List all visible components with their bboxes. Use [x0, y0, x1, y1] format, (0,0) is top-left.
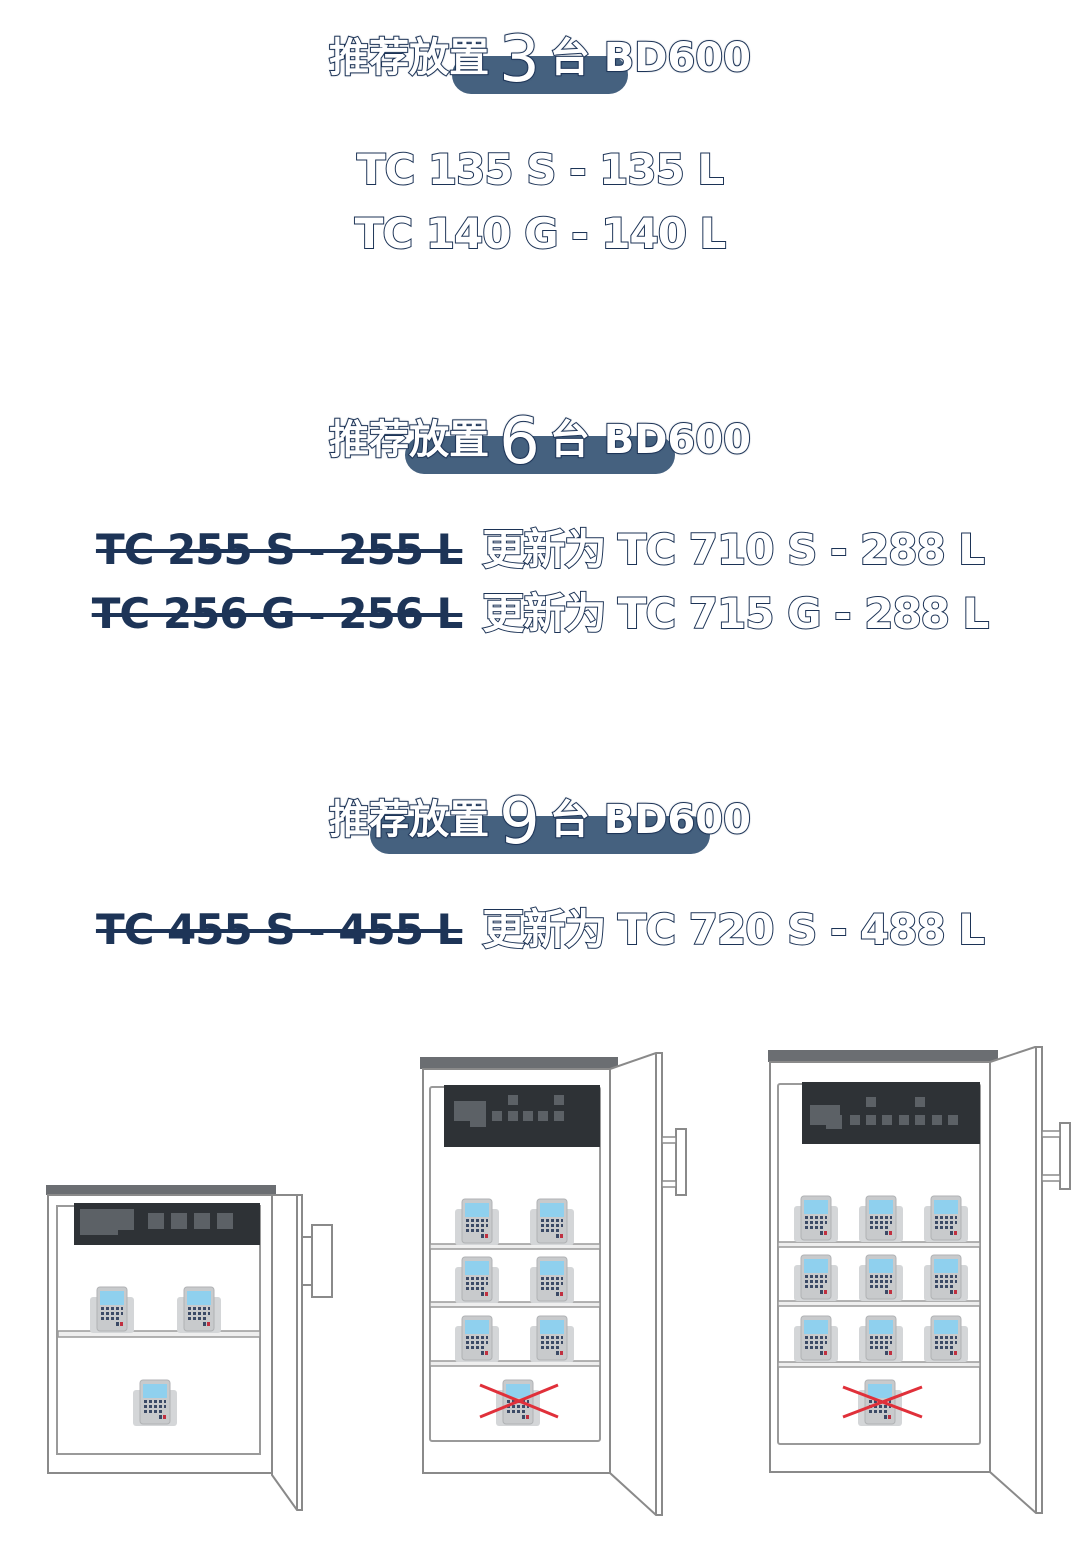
- model-line: TC 135 S - 135 L: [0, 142, 1080, 198]
- header-count: 3: [498, 23, 541, 97]
- header-pill: [405, 436, 675, 474]
- fridge-top: [768, 1050, 998, 1062]
- medium-fridge-illustration: [410, 1045, 700, 1520]
- model-update-line: TC 255 S - 255 L 更新为 TC 710 S - 288 L: [0, 522, 1080, 578]
- shelf: [777, 1361, 981, 1368]
- device-icon: [529, 1315, 575, 1363]
- device-icon: [923, 1195, 969, 1243]
- update-label: 更新为: [481, 904, 607, 955]
- model-old: TC 256 G - 256 L: [91, 589, 464, 638]
- device-icon: [858, 1195, 904, 1243]
- device-icon: [454, 1256, 500, 1304]
- header-prefix: 推荐放置: [328, 416, 490, 464]
- model-new: TC 710 S - 288 L: [617, 524, 986, 575]
- device-icon: [529, 1256, 575, 1304]
- header-pill: [370, 816, 710, 854]
- header-suffix: 台 BD600: [549, 416, 752, 464]
- header-count: 6: [498, 405, 541, 479]
- header-suffix: 台 BD600: [549, 796, 752, 844]
- device-icon: [454, 1198, 500, 1246]
- device-icon: [793, 1315, 839, 1363]
- shelf: [429, 1360, 601, 1367]
- header-count: 9: [498, 785, 541, 859]
- model-update-line: TC 256 G - 256 L 更新为 TC 715 G - 288 L: [0, 586, 1080, 642]
- fridge-door: [609, 1052, 663, 1516]
- shelf: [429, 1301, 601, 1308]
- model-current: TC 135 S - 135 L: [356, 144, 725, 195]
- large-fridge-illustration: [760, 1035, 1080, 1520]
- device-icon: [176, 1286, 222, 1334]
- cross-icon: [842, 1385, 923, 1419]
- header-pill: [452, 56, 628, 94]
- device-icon: [923, 1254, 969, 1302]
- door-handle: [311, 1224, 333, 1298]
- shelf: [429, 1243, 601, 1250]
- device-icon: [923, 1315, 969, 1363]
- device-icon: [793, 1254, 839, 1302]
- fridge-door: [989, 1046, 1043, 1514]
- fridge-top: [46, 1185, 276, 1195]
- model-new: TC 715 G - 288 L: [617, 588, 991, 639]
- fridge-top: [420, 1057, 618, 1069]
- header-suffix: 台 BD600: [549, 34, 752, 82]
- header-prefix: 推荐放置: [328, 34, 490, 82]
- device-icon: [858, 1315, 904, 1363]
- model-old: TC 455 S - 455 L: [95, 905, 463, 954]
- device-icon: [529, 1198, 575, 1246]
- header-prefix: 推荐放置: [328, 796, 490, 844]
- device-icon: [858, 1254, 904, 1302]
- model-new: TC 720 S - 488 L: [617, 904, 986, 955]
- small-fridge-illustration: [40, 1175, 340, 1520]
- update-label: 更新为: [481, 588, 607, 639]
- device-icon: [132, 1379, 178, 1427]
- device-icon: [793, 1195, 839, 1243]
- model-old: TC 255 S - 255 L: [95, 525, 463, 574]
- model-current: TC 140 G - 140 L: [354, 208, 728, 259]
- cross-icon: [479, 1383, 559, 1419]
- shelf: [777, 1300, 981, 1307]
- shelf: [777, 1241, 981, 1248]
- door-handle: [675, 1128, 687, 1196]
- model-line: TC 140 G - 140 L: [0, 206, 1080, 262]
- device-icon: [89, 1286, 135, 1334]
- door-handle: [1059, 1122, 1071, 1190]
- shelf: [57, 1330, 261, 1338]
- update-label: 更新为: [481, 524, 607, 575]
- device-icon: [454, 1315, 500, 1363]
- model-update-line: TC 455 S - 455 L 更新为 TC 720 S - 488 L: [0, 902, 1080, 958]
